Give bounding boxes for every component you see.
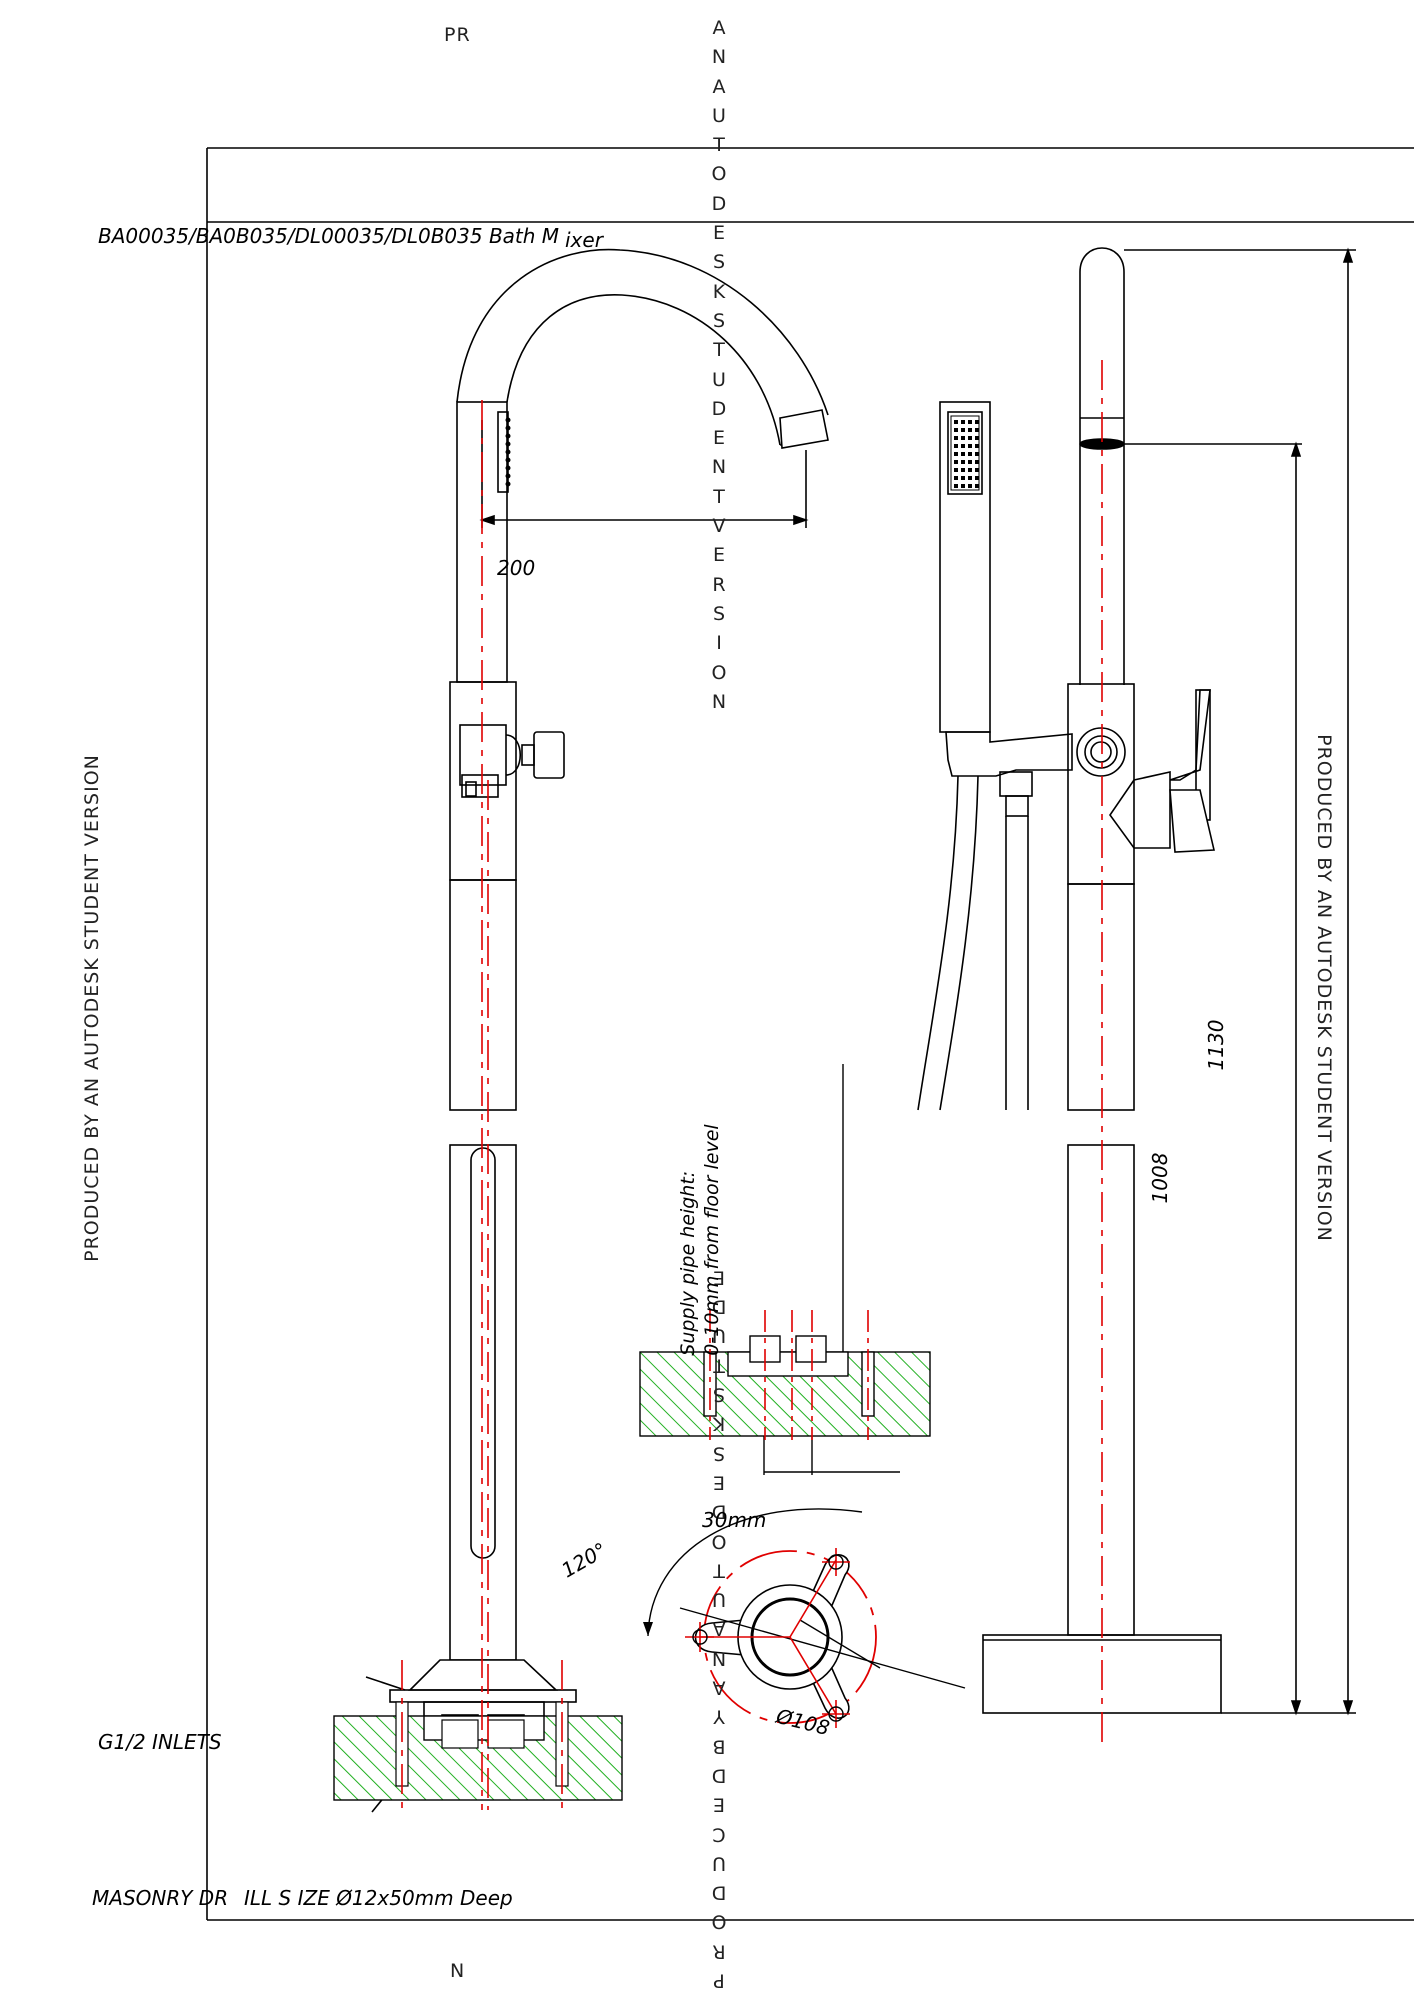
watermark-letter: Y <box>713 1705 725 1728</box>
watermark-letter: A <box>712 1676 726 1699</box>
watermark-letter: N <box>711 1647 727 1670</box>
drawing-title-tail: ixer <box>565 228 603 252</box>
watermark-letter: U <box>712 104 726 127</box>
inlets-label: G1/2 INLETS <box>98 1730 222 1754</box>
watermark-letter: O <box>711 661 727 684</box>
watermark-letter: R <box>712 1940 726 1963</box>
sheet-border <box>206 147 1414 1921</box>
dim-spout-height: 1008 <box>1148 1152 1172 1204</box>
drawing-title: BA00035/BA0B035/DL00035/DL0B035 Bath M <box>98 224 560 248</box>
front-elevation <box>365 248 829 1813</box>
watermark-letter: S <box>712 309 726 332</box>
watermark-letter: S <box>712 1442 726 1465</box>
watermark-letter: D <box>711 1881 727 1904</box>
watermark-letter: S <box>712 602 726 625</box>
watermark-letter: C <box>712 1822 726 1845</box>
watermark-letter: T <box>713 485 725 508</box>
watermark-letter: O <box>711 163 727 186</box>
masonry-drill-label-tail: ILL S IZE Ø12x50mm Deep <box>244 1886 513 1910</box>
watermark-letter: E <box>712 427 725 450</box>
watermark-letter: D <box>711 397 727 420</box>
dim-total-height: 1130 <box>1204 1019 1228 1071</box>
side-elevation <box>917 247 1356 1716</box>
watermark-letter: U <box>712 1852 726 1875</box>
watermark-letter: D <box>711 1764 727 1787</box>
watermark-letter: A <box>712 17 726 39</box>
dim-spacing: 30mm <box>702 1508 767 1532</box>
watermark-letter: E <box>713 1471 726 1494</box>
watermark-letter: E <box>712 222 725 245</box>
watermark-letter: E <box>712 544 725 567</box>
watermark-letter: R <box>712 573 726 596</box>
bottom-mark: N <box>450 1960 466 1982</box>
watermark-letter: T <box>713 339 725 362</box>
watermark-letter: U <box>712 1588 726 1611</box>
handset-spray-face <box>954 420 979 488</box>
watermark-letter: N <box>711 46 727 69</box>
watermark-letter: D <box>711 192 727 215</box>
watermark-letter: V <box>712 515 726 538</box>
watermark-letter: N <box>711 690 727 713</box>
watermark-letter: T <box>713 1559 725 1582</box>
top-mark: PR <box>444 24 471 46</box>
supply-note-line1: Supply pipe height: <box>677 1170 699 1356</box>
supply-note: Supply pipe height: 0-10mm from floor le… <box>676 1124 724 1355</box>
watermark-letter: U <box>712 368 726 391</box>
flange-plan <box>643 1508 966 1728</box>
watermark-letter: O <box>711 1910 727 1933</box>
watermark-letter: I <box>716 632 722 655</box>
watermark-right: PRODUCED BY AN AUTODESK STUDENT VERSION <box>1313 734 1335 1242</box>
left-floor-section <box>333 1701 623 1801</box>
watermark-letter: T <box>713 134 725 157</box>
watermark-letter: P <box>713 1969 725 1992</box>
watermark-letter: N <box>711 456 727 479</box>
watermark-letter: B <box>712 1735 726 1758</box>
watermark-letter: S <box>712 251 726 274</box>
watermark-letter: K <box>712 1412 726 1435</box>
watermark-letter: K <box>712 280 726 303</box>
watermark-letter: A <box>712 1617 726 1640</box>
watermark-left: PRODUCED BY AN AUTODESK STUDENT VERSION <box>81 754 103 1262</box>
watermark-letter: S <box>712 1383 726 1406</box>
masonry-drill-label: MASONRY DR <box>92 1886 229 1910</box>
watermark-letter: E <box>713 1793 726 1816</box>
dim-spout-reach: 200 <box>497 556 536 580</box>
supply-section <box>639 1064 931 1475</box>
front-centerlines <box>401 400 563 1810</box>
watermark-letter: A <box>712 75 726 98</box>
supply-note-line2: 0-10mm from floor level <box>701 1124 723 1356</box>
